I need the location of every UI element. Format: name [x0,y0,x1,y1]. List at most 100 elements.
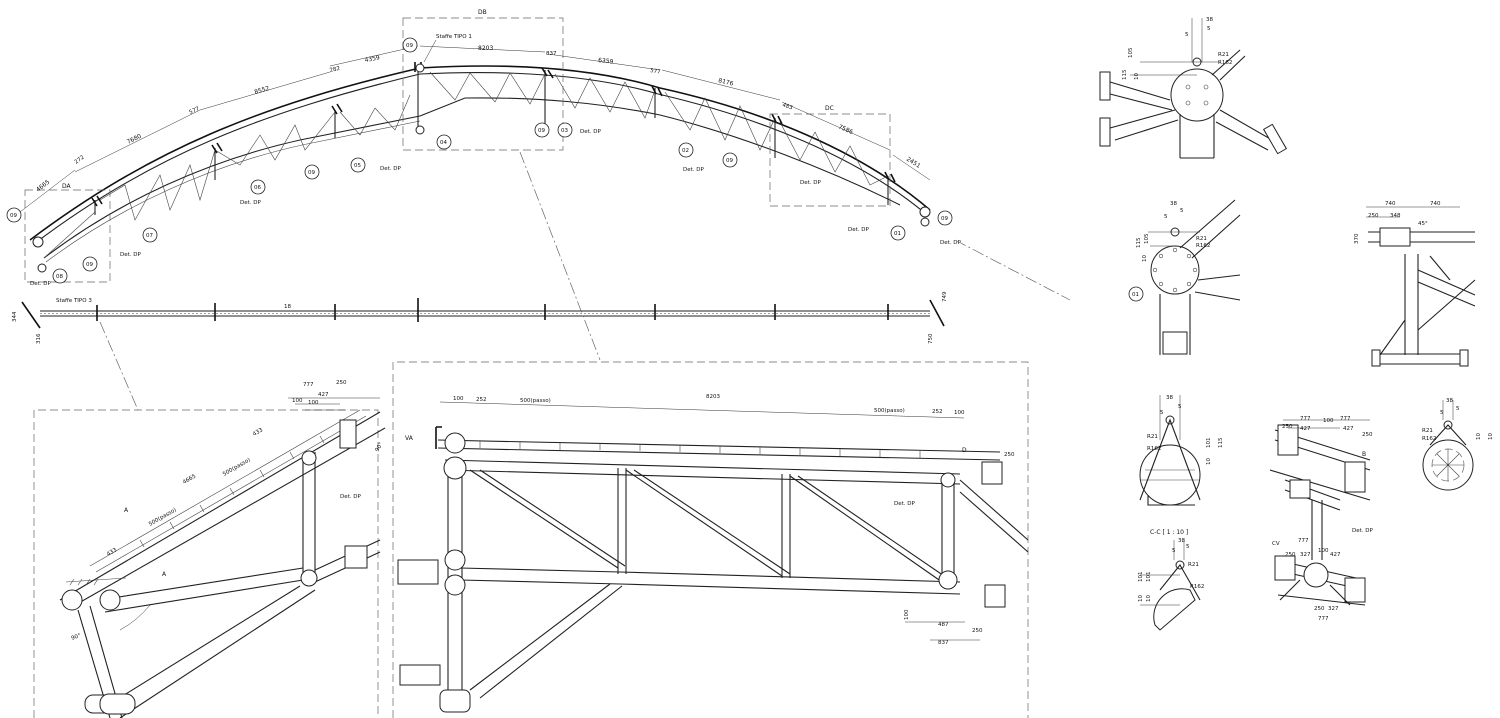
svg-text:5: 5 [1164,214,1168,220]
arc-dimension-lines [19,45,931,213]
part-tags: 09 08 09 07 06 09 05 04 09 03 02 09 01 0… [6,37,953,284]
svg-text:5: 5 [1172,548,1176,554]
node-mid-view: 38 5 5 R21 R162 115 105 10 01 [1128,199,1241,355]
svg-text:250: 250 [1314,606,1325,612]
section-a-bottom: A [162,571,167,578]
svg-text:10: 10 [1142,255,1148,262]
svg-text:09: 09 [406,43,413,49]
svg-text:250: 250 [336,380,347,386]
svg-text:5: 5 [1180,208,1184,214]
svg-text:5: 5 [1207,26,1211,32]
svg-text:487: 487 [938,622,949,628]
svg-text:115: 115 [1136,237,1142,248]
svg-text:09: 09 [86,262,93,268]
svg-text:777: 777 [1298,538,1309,544]
svg-text:500(passo): 500(passo) [222,457,252,478]
svg-text:38: 38 [1446,398,1453,404]
plan-dim-749: 749 [942,291,948,302]
plan-view: 18 Staffe TIPO 3 344 316 749 750 [12,291,948,344]
svg-text:90°: 90° [375,441,385,453]
svg-text:01: 01 [894,231,901,237]
svg-text:5: 5 [1186,544,1190,550]
section-b-mark: B [1362,451,1366,458]
svg-text:5: 5 [1440,410,1444,416]
svg-text:100: 100 [308,400,319,406]
svg-text:Det. DP: Det. DP [340,494,362,500]
dim-2451: 2451 [905,156,922,170]
svg-text:01: 01 [1132,292,1139,298]
svg-text:Det. DP: Det. DP [800,180,822,186]
svg-text:100: 100 [1323,418,1334,424]
svg-text:100: 100 [292,398,303,404]
svg-text:R162: R162 [1422,436,1436,442]
svg-text:740: 740 [1430,201,1441,207]
svg-text:115: 115 [1122,69,1128,80]
plan-mark-18: 18 [284,304,291,310]
svg-text:327: 327 [1328,606,1339,612]
bottom-chord [43,115,421,259]
svg-text:Det. DP: Det. DP [30,281,52,287]
detail-box-dc [769,113,891,207]
svg-text:04: 04 [440,140,447,146]
svg-text:100: 100 [904,609,910,620]
dim-8203: 8203 [478,45,493,52]
staffe-tipo-3: Staffe TIPO 3 [56,298,92,304]
dim-8176: 8176 [718,77,735,88]
svg-text:5: 5 [1456,406,1460,412]
svg-text:115: 115 [1218,437,1224,448]
staffe-tipo-1: Staffe TIPO 1 [436,34,472,40]
svg-text:8203: 8203 [706,394,720,400]
section-a-top: A [124,507,129,514]
svg-text:Det. DP: Det. DP [380,166,402,172]
section-b-view: 38 5 5 R21 R162 101 10 115 [1139,395,1224,506]
svg-text:Det. DP: Det. DP [240,200,262,206]
detail-box-db [402,17,564,151]
detail-box-da [24,189,111,283]
svg-text:10: 10 [1476,433,1482,440]
svg-text:250: 250 [972,628,983,634]
label-da: DA [62,183,72,190]
svg-text:38: 38 [1206,17,1213,23]
svg-text:348: 348 [1390,213,1401,219]
detail-da: 777 250 427 100 100 433 4665 500(passo) … [33,380,386,718]
svg-text:10: 10 [1206,458,1212,465]
svg-text:100: 100 [1318,548,1329,554]
end-view: 740 740 250 348 45° 370 [1354,201,1476,367]
svg-text:250: 250 [1004,452,1015,458]
section-c-view: C-C [ 1 : 10 ] 38 5 5 R21 R162 101 101 1… [1138,529,1204,631]
bracket-marks [91,62,896,207]
svg-text:5: 5 [1185,32,1189,38]
svg-text:45°: 45° [1418,221,1428,227]
section-c-title: C-C [ 1 : 10 ] [1150,529,1188,536]
svg-text:10: 10 [1134,73,1140,80]
dim-282: 282 [329,66,341,74]
svg-text:10: 10 [1488,433,1494,440]
end-joints [32,63,931,273]
label-dc: DC [825,105,834,112]
svg-text:427: 427 [1300,426,1311,432]
svg-text:433: 433 [252,427,265,438]
dim-4359: 4359 [364,54,380,64]
plan-dim-750: 750 [928,333,934,344]
svg-text:R21: R21 [1188,562,1199,568]
svg-text:09: 09 [941,216,948,222]
svg-text:105: 105 [1128,47,1134,58]
va-label: VA [405,435,414,442]
svg-text:Det. DP: Det. DP [683,167,705,173]
svg-text:370: 370 [1354,233,1360,244]
svg-text:250: 250 [1282,424,1293,430]
top-chord [29,65,931,241]
dim-272: 272 [74,155,86,166]
small-circle-view: 38 5 5 R21 R162 10 10 [1422,398,1494,491]
svg-text:100: 100 [453,396,464,402]
svg-text:R21: R21 [1422,428,1433,434]
svg-text:09: 09 [538,128,545,134]
svg-text:250: 250 [1285,552,1296,558]
svg-text:Det. DP: Det. DP [894,501,916,507]
svg-text:Det. DP: Det. DP [580,129,602,135]
svg-text:R21: R21 [1196,236,1207,242]
dim-4665: 4665 [35,179,51,194]
dim-7586: 7586 [837,123,854,136]
svg-text:06: 06 [254,185,261,191]
